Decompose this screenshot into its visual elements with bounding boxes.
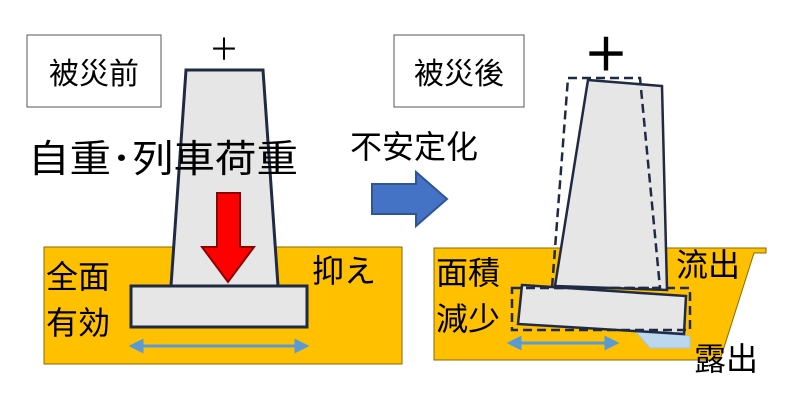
load-arrow bbox=[200, 192, 256, 284]
area-reduced-label-line2: 減少 bbox=[436, 300, 500, 338]
before-title: 被災前 bbox=[49, 57, 139, 92]
after-panel: 被災後 ＋ 面積 減少 流出 露出 bbox=[393, 30, 767, 378]
full-effective-label-line2: 有効 bbox=[46, 304, 110, 342]
transition: 不安定化 bbox=[350, 128, 478, 229]
after-footing-tilted bbox=[516, 283, 688, 336]
after-title-box bbox=[393, 34, 525, 108]
after-pier-tilted bbox=[553, 78, 669, 292]
area-reduced-label-line1: 面積 bbox=[436, 254, 500, 292]
after-title: 被災後 bbox=[414, 57, 504, 92]
before-title-box bbox=[26, 34, 162, 108]
before-plus-sign: ＋ bbox=[209, 33, 239, 68]
outflow-label: 流出 bbox=[676, 246, 740, 284]
exposed-label: 露出 bbox=[694, 340, 758, 378]
resistance-label: 抑え bbox=[312, 252, 376, 290]
destabilize-label: 不安定化 bbox=[350, 128, 478, 166]
before-footing bbox=[129, 284, 309, 329]
before-panel: 被災前 ＋ 自重･列車荷重 全面 有効 抑え bbox=[26, 33, 403, 365]
load-label: 自重･列車荷重 bbox=[28, 137, 298, 181]
full-effective-label-line1: 全面 bbox=[46, 258, 110, 296]
original-position-outline-footing bbox=[510, 286, 692, 332]
transition-arrow bbox=[371, 169, 449, 229]
after-plus-sign: ＋ bbox=[584, 30, 628, 81]
